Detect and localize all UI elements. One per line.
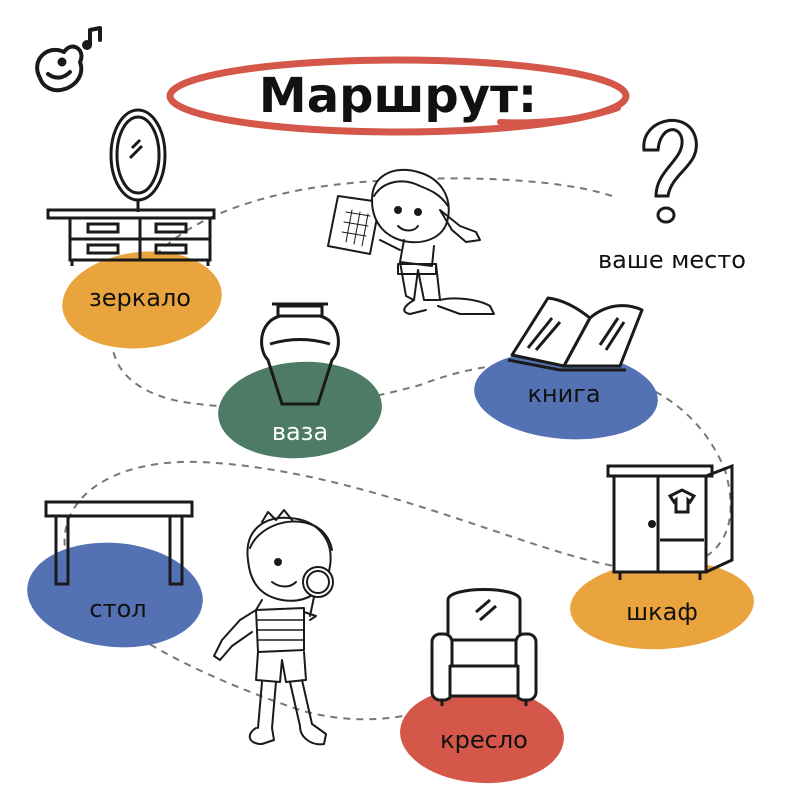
title-ring [166,56,630,136]
wardrobe-icon [606,463,734,580]
stop-label-armchair: кресло [440,726,528,754]
stop-label-vase: ваза [272,418,328,446]
stop-label-table: стол [89,595,146,623]
stop-blob [218,361,382,459]
question-mark-icon [642,119,698,224]
stop-label-book: книга [527,380,600,408]
girl-with-map-icon [327,168,495,315]
stop-blob [474,350,658,440]
stop-label-wardrobe: шкаф [626,598,698,626]
stop-label-mirror: зеркало [89,284,191,312]
mirror-dresser-icon [46,108,216,266]
stop-blob [27,542,203,648]
bird-logo-icon [35,26,102,93]
page-title: Маршрут: [259,68,537,124]
open-book-icon [507,296,644,372]
boy-with-magnifier-icon [213,509,334,746]
start-label: ваше место [598,246,746,274]
stop-blob [62,251,222,349]
table-icon [44,500,194,586]
vase-icon [260,302,340,406]
armchair-icon [430,588,538,706]
stop-blob [570,560,754,650]
stop-blob [400,686,564,784]
